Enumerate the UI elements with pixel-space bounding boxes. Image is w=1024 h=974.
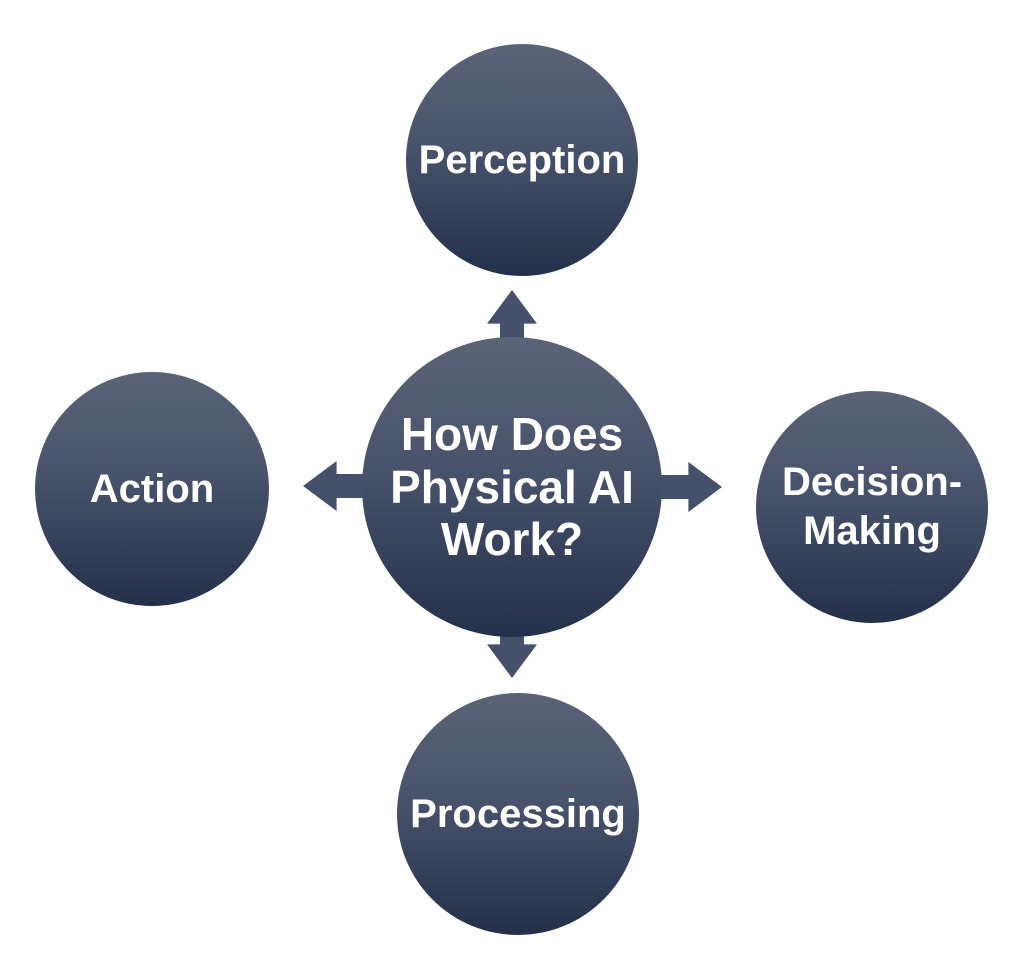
node-action-label: Action <box>89 466 215 511</box>
center-node-circle: How Does Physical AI Work? <box>362 337 662 637</box>
node-decision-making-label: Decision-Making <box>781 460 963 553</box>
node-decision-making: Decision-Making <box>756 391 988 623</box>
node-perception-label: Perception <box>418 137 626 182</box>
node-processing: Processing <box>397 693 639 935</box>
node-perception: Perception <box>406 44 638 276</box>
node-action: Action <box>35 372 269 606</box>
center-node-title: How Does Physical AI Work? <box>390 407 634 566</box>
node-processing-label: Processing <box>410 791 626 836</box>
